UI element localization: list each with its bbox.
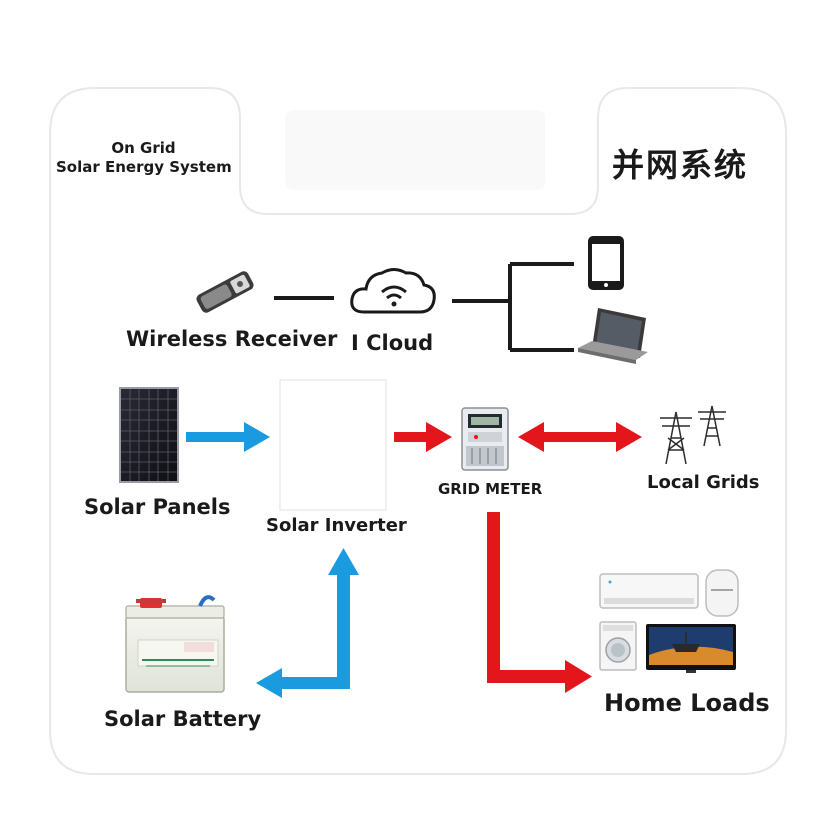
watermark-logo xyxy=(285,110,545,190)
header-subtitle-line1: On Grid xyxy=(111,139,176,157)
label-solar-battery: Solar Battery xyxy=(104,707,262,731)
solar-inverter-box xyxy=(279,379,387,511)
label-solar-panels: Solar Panels xyxy=(84,495,231,519)
solar-panel-icon xyxy=(119,387,179,483)
laptop-icon xyxy=(578,308,648,364)
air-conditioner-icon xyxy=(599,573,699,609)
washing-machine-icon xyxy=(599,621,637,671)
power-tower-icon xyxy=(660,405,726,465)
arrow-battery-to-inverter xyxy=(256,548,359,698)
link-cloud-devices xyxy=(452,262,574,352)
smartphone-icon xyxy=(588,236,624,290)
label-wireless-receiver: Wireless Receiver xyxy=(126,327,338,351)
solar-battery-icon xyxy=(125,595,225,693)
water-heater-icon xyxy=(705,569,739,617)
arrow-inverter-to-meter xyxy=(394,422,452,452)
arrow-meter-to-home-loads xyxy=(487,512,592,693)
label-solar-inverter: Solar Inverter xyxy=(266,515,407,536)
header-subtitle-line2: Solar Energy System xyxy=(56,158,232,176)
cloud-icon xyxy=(350,268,436,314)
arrow-panels-to-inverter xyxy=(186,422,270,452)
arrow-meter-grid-bidirectional xyxy=(518,422,642,452)
label-cloud: I Cloud xyxy=(351,331,434,355)
label-grid-meter: GRID METER xyxy=(438,480,543,498)
label-home-loads: Home Loads xyxy=(604,689,770,717)
wireless-receiver-icon xyxy=(196,271,254,313)
television-icon xyxy=(646,624,736,673)
grid-meter-icon xyxy=(461,407,509,471)
page-title: 并网系统 xyxy=(612,146,749,184)
outer-frame xyxy=(49,87,787,775)
label-local-grids: Local Grids xyxy=(647,472,760,493)
